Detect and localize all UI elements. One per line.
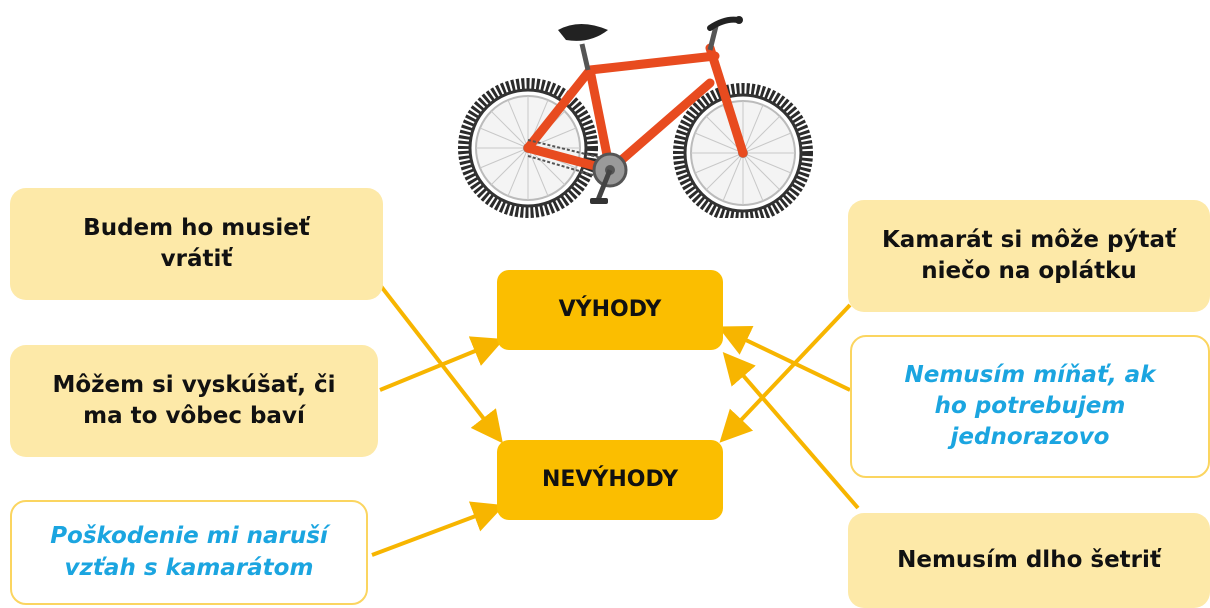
arrow-damage-to-cons [371,501,505,557]
pro-try-it-box: Môžem si vyskúšať, či ma to vôbec baví [10,345,378,457]
bike-handlebar [707,16,743,51]
arrow-return-to-cons [378,283,503,444]
con-friend-favor-box: Kamarát si môže pýtať niečo na oplátku [848,200,1210,312]
bicycle-icon [458,16,813,218]
pro-no-saving-box: Nemusím dlho šetriť [848,513,1210,608]
arrow-nospend-to-pros [717,325,851,392]
pro-no-saving-text: Nemusím dlho šetriť [897,546,1161,573]
pros-label: VÝHODY [558,297,662,323]
con-return-bike-box: Budem ho musieť vrátiť [10,188,383,300]
con-damage-box: Poškodenie mi naruší vzťah s kamarátom [10,500,368,605]
pro-no-spending-text: Nemusím míňať, ak ho potrebujem jednoraz… [904,361,1156,451]
arrow-friend-to-cons [719,303,852,443]
con-friend-favor-text: Kamarát si môže pýtať niečo na oplátku [881,226,1176,284]
bike-frame [523,43,748,175]
arrow-nosave-to-pros [722,351,860,510]
bike-seat [558,24,608,71]
cons-label: NEVÝHODY [541,467,679,493]
pro-no-spending-box: Nemusím míňať, ak ho potrebujem jednoraz… [850,335,1210,478]
con-return-bike-text: Budem ho musieť vrátiť [83,214,310,272]
cons-box: NEVÝHODY [497,440,723,520]
con-damage-text: Poškodenie mi naruší vzťah s kamarátom [50,523,328,581]
pro-try-it-text: Môžem si vyskúšať, či ma to vôbec baví [52,371,336,429]
pros-box: VÝHODY [497,270,723,350]
arrow-try-to-pros [379,336,505,392]
bike-chain [527,139,628,204]
